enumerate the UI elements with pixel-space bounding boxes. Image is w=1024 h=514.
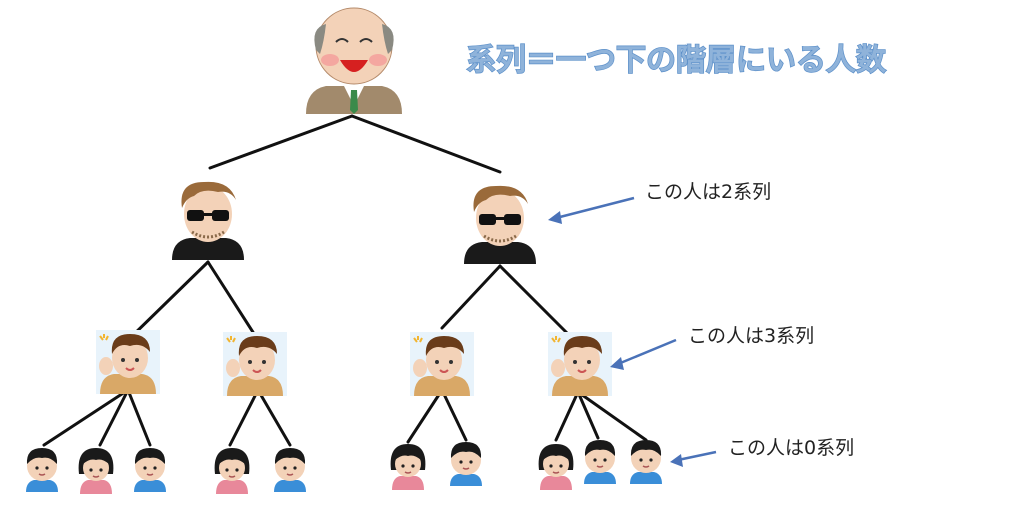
boy-figure: [583, 439, 617, 485]
waving-man-figure: [95, 329, 161, 395]
edge: [440, 388, 468, 442]
edge: [228, 388, 260, 447]
edge: [406, 388, 444, 444]
boy-figure: [629, 439, 663, 485]
girl-figure: [213, 447, 251, 495]
annotation-2-series: この人は2系列: [548, 181, 771, 224]
edge: [576, 390, 600, 440]
waving-man-figure: [222, 331, 288, 397]
waving-man-figure: [547, 331, 613, 397]
edge: [208, 114, 354, 170]
edge: [126, 260, 210, 342]
annotation-3-series: この人は3系列: [610, 325, 814, 370]
edges-level1: [126, 260, 570, 342]
sunglasses-man-figure: [170, 180, 246, 262]
waving-man-figure: [409, 331, 475, 397]
arrow-head: [610, 357, 624, 370]
girl-figure: [537, 443, 575, 491]
arrow: [677, 450, 717, 462]
sunglasses-man-figure: [462, 184, 538, 266]
edge: [576, 390, 648, 442]
diagram-title: 系列＝一つ下の階層にいる人数: [466, 43, 887, 78]
boss-figure: [305, 7, 403, 115]
edge: [440, 264, 502, 330]
edge: [350, 114, 502, 174]
girl-figure: [77, 447, 115, 495]
edges-root: [208, 114, 502, 174]
edges-level2: [42, 388, 648, 447]
boy-figure: [449, 441, 483, 487]
girl-figure: [389, 443, 427, 491]
edge: [98, 388, 130, 447]
annotation-label: この人は0系列: [728, 437, 854, 459]
annotation-label: この人は3系列: [688, 325, 814, 347]
edge: [126, 388, 152, 447]
arrow: [555, 196, 635, 220]
boy-figure: [25, 447, 59, 493]
arrow-head: [670, 454, 683, 467]
edge: [42, 388, 130, 447]
arrow: [617, 338, 677, 366]
edge: [554, 390, 580, 442]
annotation-0-series: この人は0系列: [670, 437, 854, 467]
edge: [206, 260, 260, 342]
boy-figure: [133, 447, 167, 493]
arrow-head: [548, 211, 562, 224]
annotation-label: この人は2系列: [645, 181, 771, 203]
boy-figure: [273, 447, 307, 493]
edge: [498, 264, 570, 336]
edge: [256, 388, 292, 447]
